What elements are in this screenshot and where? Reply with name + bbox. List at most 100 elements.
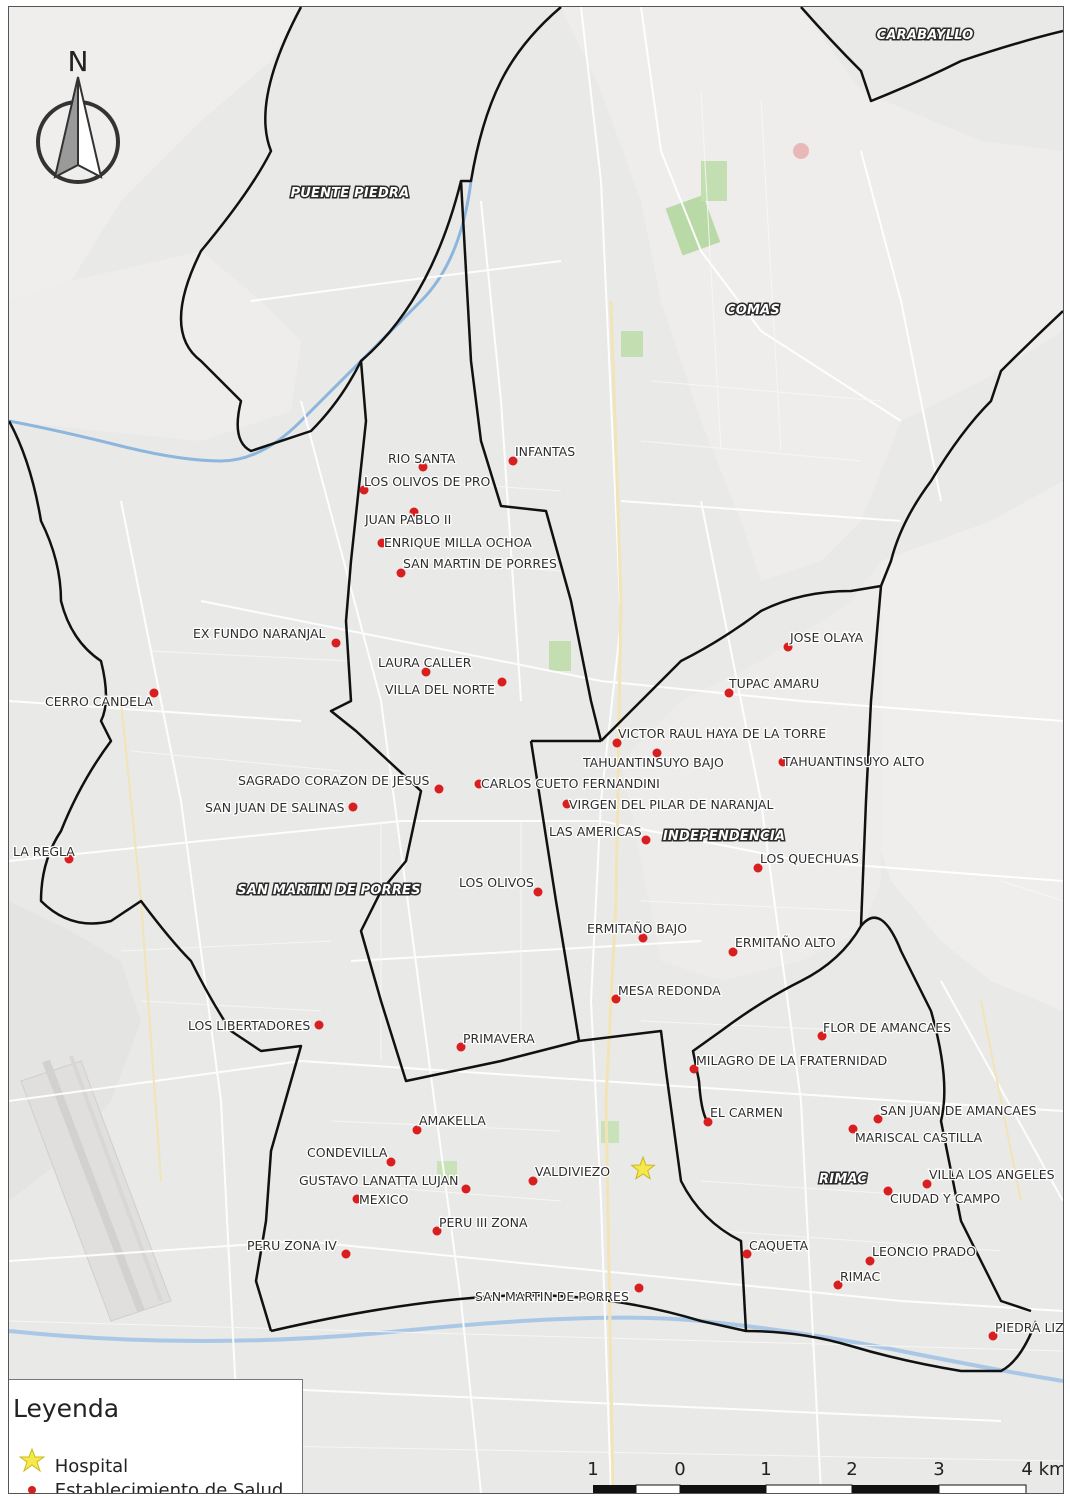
establishment-label: VIRGEN DEL PILAR DE NARANJAL	[569, 797, 773, 812]
hospital-layer	[630, 1155, 656, 1180]
establishment-label: TAHUANTINSUYO BAJO	[582, 755, 724, 770]
establishment-marker[interactable]	[922, 1179, 932, 1189]
establishment-label: FLOR DE AMANCAES	[823, 1020, 951, 1035]
establishment-label: SAGRADO CORAZON DE JESUS	[238, 773, 430, 788]
minor-streets	[9, 90, 1063, 1462]
establishment-marker[interactable]	[508, 456, 518, 466]
establishment-marker[interactable]	[833, 1280, 843, 1290]
establishment-marker[interactable]	[865, 1256, 875, 1266]
establishment-label: ERMITAÑO ALTO	[735, 935, 836, 950]
establishment-marker[interactable]	[64, 854, 74, 864]
arrow-light-icon	[77, 76, 103, 179]
establishment-label: LA REGLA	[13, 844, 75, 859]
scale-tick-label: 4 km	[1021, 1459, 1064, 1480]
establishment-label: SAN MARTIN DE PORRES	[403, 556, 557, 571]
establishment-marker[interactable]	[409, 507, 419, 517]
scale-segment	[765, 1484, 853, 1493]
streets	[9, 7, 1063, 1493]
establishment-label: TUPAC AMARU	[728, 676, 819, 691]
establishment-marker[interactable]	[689, 1064, 699, 1074]
establishment-marker[interactable]	[612, 738, 622, 748]
hospital-star-icon[interactable]	[630, 1155, 656, 1180]
legend-label-hospital: Hospital	[54, 1456, 129, 1477]
scale-tick-label: 3	[933, 1459, 944, 1480]
establishment-marker[interactable]	[412, 1125, 422, 1135]
establishment-label: EL CARMEN	[710, 1105, 783, 1120]
district-label: CARABAYLLO	[877, 28, 974, 43]
establishment-marker[interactable]	[418, 462, 428, 472]
establishment-marker[interactable]	[988, 1331, 998, 1341]
establishment-marker[interactable]	[434, 784, 444, 794]
establishment-marker[interactable]	[724, 688, 734, 698]
establishment-marker[interactable]	[352, 1194, 362, 1204]
establishment-marker[interactable]	[641, 835, 651, 845]
establishment-label: ENRIQUE MILLA OCHOA	[384, 535, 532, 550]
establishment-marker[interactable]	[873, 1114, 883, 1124]
establishment-marker[interactable]	[331, 638, 341, 648]
establishment-label: MESA REDONDA	[618, 983, 721, 998]
establishment-marker[interactable]	[533, 887, 543, 897]
establishment-marker[interactable]	[348, 802, 358, 812]
establishment-label: VILLA DEL NORTE	[385, 682, 495, 697]
establishment-label: LOS LIBERTADORES	[188, 1018, 310, 1033]
establishment-marker[interactable]	[848, 1124, 858, 1134]
establishment-marker[interactable]	[149, 688, 159, 698]
establishment-marker[interactable]	[474, 779, 484, 789]
scale-segment	[680, 1485, 766, 1493]
district-label: PUENTE PIEDRA	[291, 186, 410, 201]
establishment-marker[interactable]	[497, 677, 507, 687]
establishment-label: PERU ZONA IV	[247, 1238, 337, 1253]
establishment-label: CERRO CANDELA	[45, 694, 153, 709]
district-label: COMAS	[726, 303, 780, 318]
establishment-label: SAN MARTIN DE PORRES	[475, 1289, 629, 1304]
establishment-label: VILLA LOS ANGELES	[929, 1167, 1055, 1182]
establishment-marker[interactable]	[396, 568, 406, 578]
establishment-marker[interactable]	[728, 947, 738, 957]
establishment-marker[interactable]	[783, 642, 793, 652]
establishment-marker[interactable]	[456, 1042, 466, 1052]
establishment-marker[interactable]	[314, 1020, 324, 1030]
establishment-marker[interactable]	[652, 748, 662, 758]
establishment-label: RIO SANTA	[388, 451, 456, 466]
establishment-marker[interactable]	[528, 1176, 538, 1186]
establishment-marker[interactable]	[377, 538, 387, 548]
district-label: SAN MARTIN DE PORRES	[237, 883, 420, 898]
establishment-label: LOS OLIVOS DE PRO	[364, 474, 491, 489]
establishment-marker[interactable]	[742, 1249, 752, 1259]
establishment-marker[interactable]	[611, 994, 621, 1004]
establishment-marker[interactable]	[421, 667, 431, 677]
scale-tick-label: 1	[589, 1459, 599, 1480]
airport	[20, 1055, 172, 1322]
establishment-label: VICTOR RAUL HAYA DE LA TORRE	[618, 726, 826, 741]
establishment-label: PRIMAVERA	[463, 1031, 535, 1046]
legend-title: Leyenda	[13, 1394, 120, 1423]
north-label: N	[68, 47, 89, 78]
establishment-marker[interactable]	[341, 1249, 351, 1259]
establishment-marker[interactable]	[703, 1117, 713, 1127]
establishment-marker[interactable]	[386, 1157, 396, 1167]
establishment-label: CAQUETA	[749, 1238, 809, 1253]
establishment-label: JOSE OLAYA	[789, 630, 864, 645]
establishment-marker[interactable]	[359, 485, 369, 495]
establishment-marker[interactable]	[634, 1283, 644, 1293]
establishment-marker[interactable]	[753, 863, 763, 873]
establishment-marker[interactable]	[638, 933, 648, 943]
arrow-dark-icon	[53, 76, 79, 179]
establishment-marker[interactable]	[461, 1184, 471, 1194]
establishment-label: EX FUNDO NARANJAL	[193, 626, 326, 641]
establishment-marker[interactable]	[432, 1226, 442, 1236]
establishment-marker[interactable]	[817, 1031, 827, 1041]
establishment-marker[interactable]	[778, 757, 788, 767]
establishment-label: INFANTAS	[515, 444, 575, 459]
scale-bar: 1 0 1 2 3 4 km	[587, 1457, 1064, 1493]
establishment-label: CARLOS CUETO FERNANDINI	[481, 776, 660, 791]
establishment-marker[interactable]	[883, 1186, 893, 1196]
establishment-label: LAS AMERICAS	[549, 824, 642, 839]
establishment-label: LOS QUECHUAS	[760, 851, 859, 866]
establishment-marker[interactable]	[562, 799, 572, 809]
north-arrow: N	[31, 45, 141, 197]
